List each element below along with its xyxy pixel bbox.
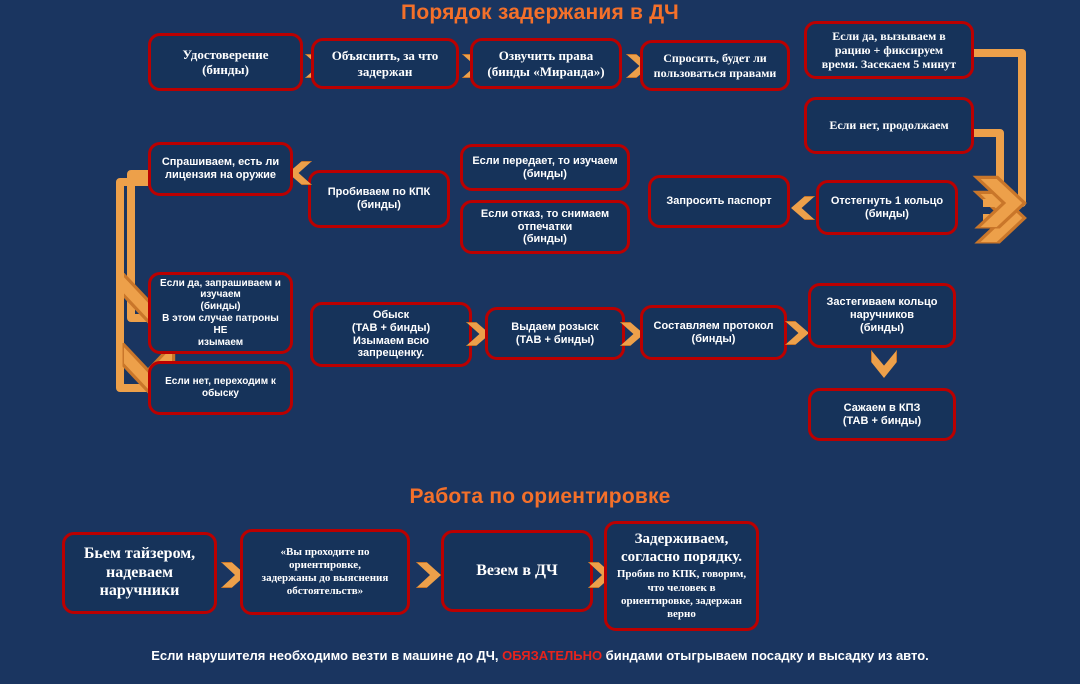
- box-zaderzhivaem-soglasno-poryadku[interactable]: Задерживаем, согласно порядку. Пробив по…: [604, 521, 759, 631]
- box-zaderzhivaem-lead: Задерживаем, согласно порядку.: [620, 530, 743, 565]
- box-vezem-v-dch[interactable]: Везем в ДЧ: [441, 530, 593, 612]
- box-vydaem-rozysk[interactable]: Выдаем розыск (ТАВ + бинды): [485, 307, 625, 360]
- footer-highlight: ОБЯЗАТЕЛЬНО: [502, 648, 603, 663]
- box-udostoverenie[interactable]: Удостоверение (бинды): [148, 33, 303, 91]
- box-vy-prohodite-po-orientirovke[interactable]: «Вы проходите по ориентировке, задержаны…: [240, 529, 410, 615]
- box-esli-otkaz[interactable]: Если отказ, то снимаем отпечатки (бинды): [460, 200, 630, 254]
- section-title-orientation: Работа по ориентировке: [409, 485, 671, 508]
- footer-part2: биндами отыгрываем посадку и высадку из …: [602, 648, 929, 663]
- arrow-left-icon: [791, 196, 815, 220]
- box-probivaem-po-kpk[interactable]: Пробиваем по КПК (бинды): [308, 170, 450, 228]
- box-sostavlyaem-protokol[interactable]: Составляем протокол (бинды): [640, 305, 787, 360]
- box-objasnit-za-chto[interactable]: Объяснить, за что задержан: [311, 38, 459, 89]
- arrow-right-icon: [416, 562, 441, 588]
- footer-part1: Если нарушителя необходимо везти в машин…: [151, 648, 503, 663]
- arrow-down-icon: [871, 350, 897, 378]
- box-zastegivaem-kolco[interactable]: Застегиваем кольцо наручников (бинды): [808, 283, 956, 348]
- box-ozvuchit-prava[interactable]: Озвучить права (бинды «Миранда»): [470, 38, 622, 89]
- box-esli-da-raciya[interactable]: Если да, вызываем в рацию + фиксируем вр…: [804, 21, 974, 79]
- box-esli-net-perehodim-k-obysku[interactable]: Если нет, переходим к обыску: [148, 361, 293, 415]
- box-otstegnut-1-kolco[interactable]: Отстегнуть 1 кольцо (бинды): [816, 180, 958, 235]
- box-sprosit-budet-li-polzovatsya[interactable]: Спросить, будет ли пользоваться правами: [640, 40, 790, 91]
- box-zaderzhivaem-sub: Пробив по КПК, говорим, что человек в ор…: [616, 568, 747, 620]
- box-esli-da-zaprashivaem[interactable]: Если да, запрашиваем и изучаем (бинды) В…: [148, 272, 293, 354]
- box-zaprosit-pasport[interactable]: Запросить паспорт: [648, 175, 790, 228]
- page-title: Порядок задержания в ДЧ: [401, 1, 679, 24]
- box-bjem-taizerom[interactable]: Бьем тайзером, надеваем наручники: [62, 532, 217, 614]
- arrow-right-icon: [785, 321, 809, 345]
- box-sazhaem-v-kpz[interactable]: Сажаем в КПЗ (ТАВ + бинды): [808, 388, 956, 441]
- box-esli-peredaet[interactable]: Если передает, то изучаем (бинды): [460, 144, 630, 191]
- box-esli-net-prodolzhaem[interactable]: Если нет, продолжаем: [804, 97, 974, 154]
- footer-note: Если нарушителя необходимо везти в машин…: [0, 648, 1080, 663]
- box-sprashivaem-licenziya[interactable]: Спрашиваем, есть ли лицензия на оружие: [148, 142, 293, 196]
- box-obysk[interactable]: Обыск (ТАВ + бинды) Изымаем всю запрещен…: [310, 302, 472, 367]
